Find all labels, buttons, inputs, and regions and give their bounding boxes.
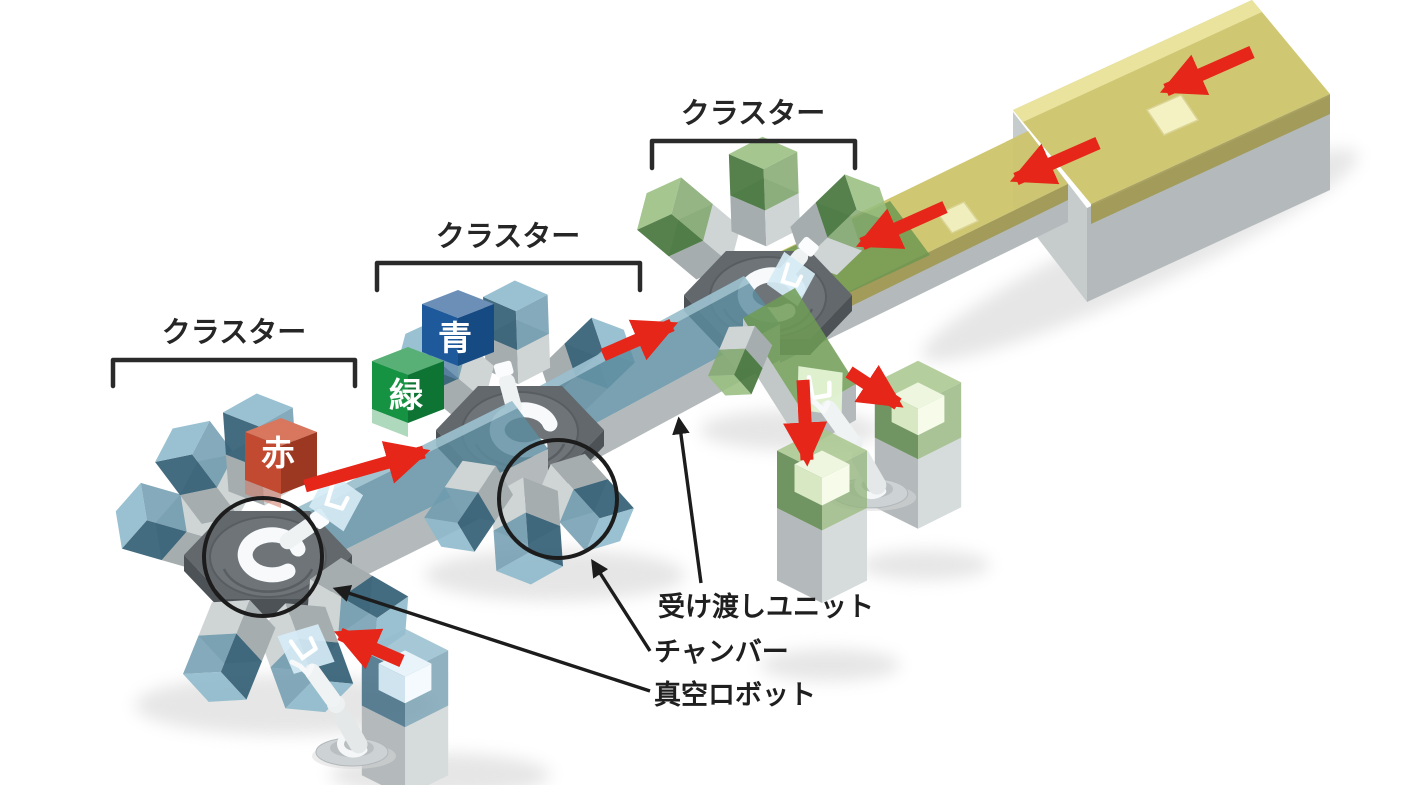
cluster-bracket	[374, 260, 643, 293]
annotation-vacuum-robot: 真空ロボット	[654, 679, 816, 710]
flow-arrow	[1159, 46, 1255, 96]
cluster-label-right: クラスター	[681, 97, 825, 130]
leader-transfer-unit	[672, 416, 703, 584]
annotation-transfer-unit: 受け渡しユニット	[658, 591, 874, 622]
flow-arrow	[845, 364, 904, 410]
leader-lines	[332, 416, 703, 693]
flow-arrow	[783, 379, 828, 467]
flow-arrow	[303, 441, 431, 493]
annotation-chamber: チャンバー	[654, 637, 789, 667]
cube-red	[245, 418, 317, 508]
process-chamber-green	[728, 135, 801, 248]
cluster-bracket	[649, 138, 858, 171]
cube-label-blue: 青	[438, 320, 472, 358]
cube-label-green: 緑	[389, 376, 424, 415]
cube-blue	[422, 290, 494, 380]
wafer	[936, 201, 980, 234]
leader-chamber	[591, 559, 652, 652]
walkway-top	[258, 401, 548, 575]
chamber-highlight-circle	[497, 438, 619, 560]
cube-green	[372, 347, 444, 437]
wafer	[1145, 94, 1200, 136]
flow-arrows	[303, 46, 1255, 670]
output-station-green	[777, 428, 867, 603]
conveyor-base	[1087, 96, 1330, 302]
flow-arrow	[333, 628, 405, 670]
flow-arrow	[600, 319, 679, 361]
cube-label-red: 赤	[261, 435, 295, 473]
flow-arrow	[1009, 137, 1101, 185]
flow-arrow	[855, 201, 948, 250]
cluster-label-middle: クラスター	[436, 220, 580, 253]
cluster-label-left: クラスター	[162, 316, 306, 349]
leader-vacuum-robot	[332, 584, 651, 693]
vacuum-robot-highlight-circle	[202, 496, 324, 618]
cluster-bracket	[110, 357, 358, 389]
